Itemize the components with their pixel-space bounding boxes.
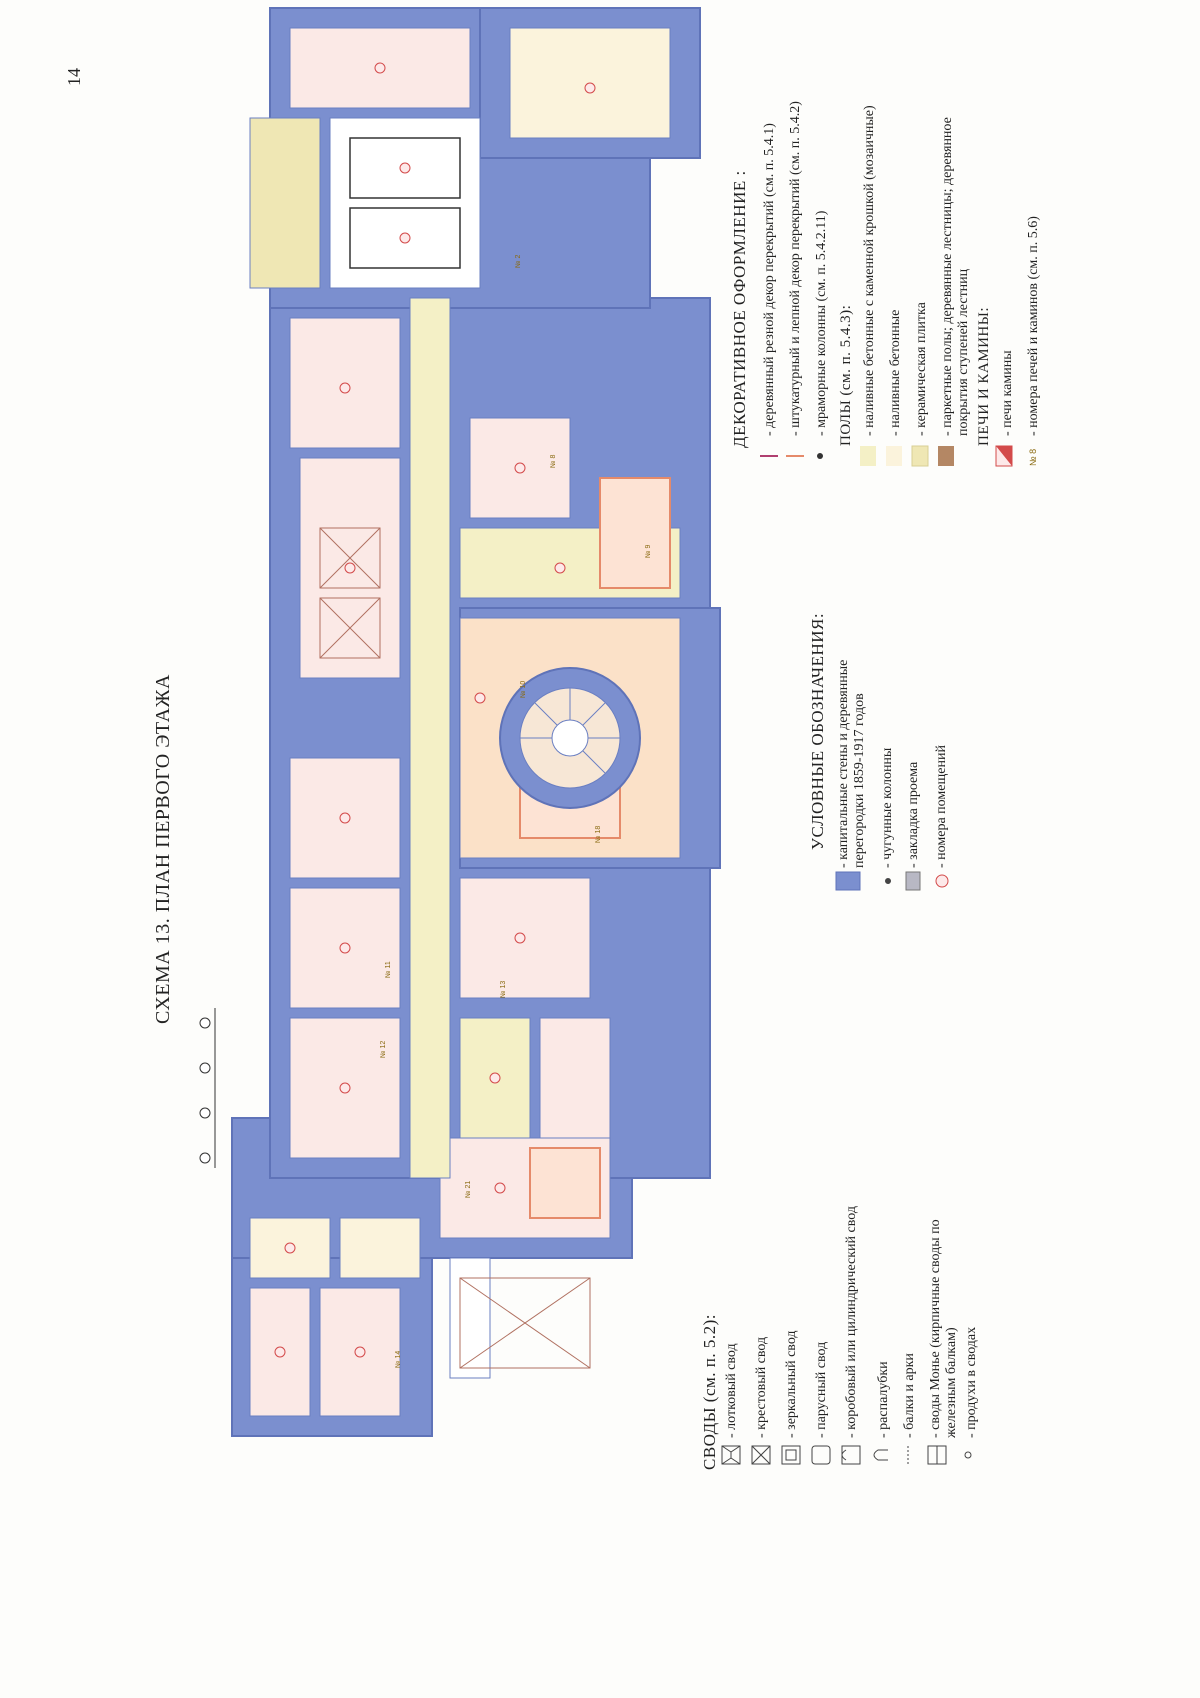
porch-columns [199, 1008, 216, 1168]
legend-vault-label: - крестовый свод [754, 1336, 769, 1438]
spiral-staircase [499, 667, 641, 809]
stove-label: № 13 [500, 981, 507, 998]
wall-swatch [835, 871, 861, 891]
legend-vault-label-cont: железным балкам) [944, 1327, 959, 1438]
stove-labels: № 21 № 14 № 18 № 12 № 13 № 11 № 10 № 9 №… [380, 255, 652, 1368]
trough-vault-icon [721, 1445, 741, 1465]
legend-floors-heading: ПОЛЫ (см. п. 5.4.3): [838, 304, 854, 446]
mosaic-floor-swatch [860, 446, 876, 466]
cross-vault-icon [751, 1445, 771, 1465]
room [449, 1257, 491, 1379]
stove-label: № 10 [520, 681, 527, 698]
legend-floor-label: - наливные бетонные с каменной крошкой (… [862, 105, 877, 436]
legend-vault-label: - распалубки [876, 1361, 891, 1438]
parquet-floor-swatch [938, 446, 954, 466]
legend-decor-label: - деревянный резной декор перекрытий (см… [762, 123, 777, 436]
legend-symbol-label: - закладка проема [906, 761, 921, 868]
room-number-icon [935, 874, 949, 888]
concrete-floor-swatch [886, 446, 902, 466]
legend-vault-label: - продухи в сводах [964, 1326, 979, 1438]
room-hall-white [329, 117, 481, 289]
room [539, 1017, 611, 1139]
legend-decor-swatches [760, 445, 1013, 467]
stove-label: № 12 [380, 1041, 387, 1058]
legend-symbol-label-cont: перегородки 1859-1917 годов [852, 693, 867, 868]
legend-decor-label: - штукатурный и лепной декор перекрытий … [788, 101, 803, 436]
sail-vault-icon [811, 1445, 831, 1465]
stove-label: № 18 [595, 826, 602, 843]
legend-symbol-label: - капитальные стены и деревянные [836, 659, 851, 868]
parquet-room [599, 477, 671, 589]
cast-iron-column-icon [885, 878, 891, 884]
legend-symbol-label: - чугунные колонны [880, 747, 895, 868]
legend-decor-label: - мраморные колонны (см. п. 5.4.2.11) [814, 210, 829, 436]
corridor-mosaic [409, 297, 451, 1179]
legend-decor-heading: ДЕКОРАТИВНОЕ ОФОРМЛЕНИЕ : [730, 170, 749, 448]
stove-label: № 8 [550, 455, 557, 468]
legend-vault-label: - своды Монье (кирпичные своды по [928, 1219, 943, 1438]
stove-label: № 2 [515, 255, 522, 268]
lunette-icon [873, 1449, 888, 1461]
legend-floor-label: - керамическая плитка [914, 302, 929, 436]
legend-floor-label-cont: покрытия ступеней лестниц [956, 268, 971, 436]
cross-vaults [319, 527, 591, 1369]
room-number-markers [274, 62, 596, 1358]
stove-label: № 11 [385, 961, 392, 978]
legend-stoves-heading: ПЕЧИ И КАМИНЫ: [976, 307, 992, 446]
room [339, 1217, 421, 1279]
room [249, 117, 321, 289]
vent-icon [964, 1451, 972, 1459]
stove-label: № 21 [465, 1181, 472, 1198]
fireplace-icon [996, 446, 1012, 466]
legend-vault-label: - парусный свод [814, 1341, 829, 1438]
legend-vault-label: - балки и арки [902, 1353, 917, 1438]
opening-fill-swatch [905, 871, 921, 891]
legend-vault-label: - зеркальный свод [784, 1330, 799, 1438]
legend-vaults-heading: СВОДЫ (см. п. 5.2): [700, 1314, 719, 1470]
legend-stove-label: - номера печей и каминов (см. п. 5.6) [1026, 216, 1041, 436]
legend-vault-label: - коробовый или цилиндрический свод [844, 1206, 859, 1438]
legend-symbol-label: - номера помещений [934, 745, 949, 868]
stove-label: № 9 [645, 545, 652, 558]
legend-vault-label: - лотковый свод [724, 1343, 739, 1438]
legend-symbols-heading: УСЛОВНЫЕ ОБОЗНАЧЕНИЯ: [808, 612, 827, 850]
parquet-room [529, 1147, 601, 1219]
mirror-vault-icon [781, 1445, 801, 1465]
stove-label: № 14 [395, 1351, 402, 1368]
legend-vault-swatches [721, 1445, 972, 1465]
legend-floor-label: - наливные бетонные [888, 309, 903, 436]
mirror-vault-hall [349, 137, 461, 269]
legend-floor-label: - паркетные полы; деревянные лестницы; д… [940, 117, 955, 436]
legend-stove-label: - печи камины [1000, 350, 1015, 436]
barrel-vault-icon [841, 1445, 861, 1465]
marble-column-icon [817, 453, 823, 459]
tile-floor-swatch [911, 445, 929, 467]
legend-symbol-swatches [835, 871, 949, 891]
stove-number-sample: № 8 [1028, 448, 1038, 466]
